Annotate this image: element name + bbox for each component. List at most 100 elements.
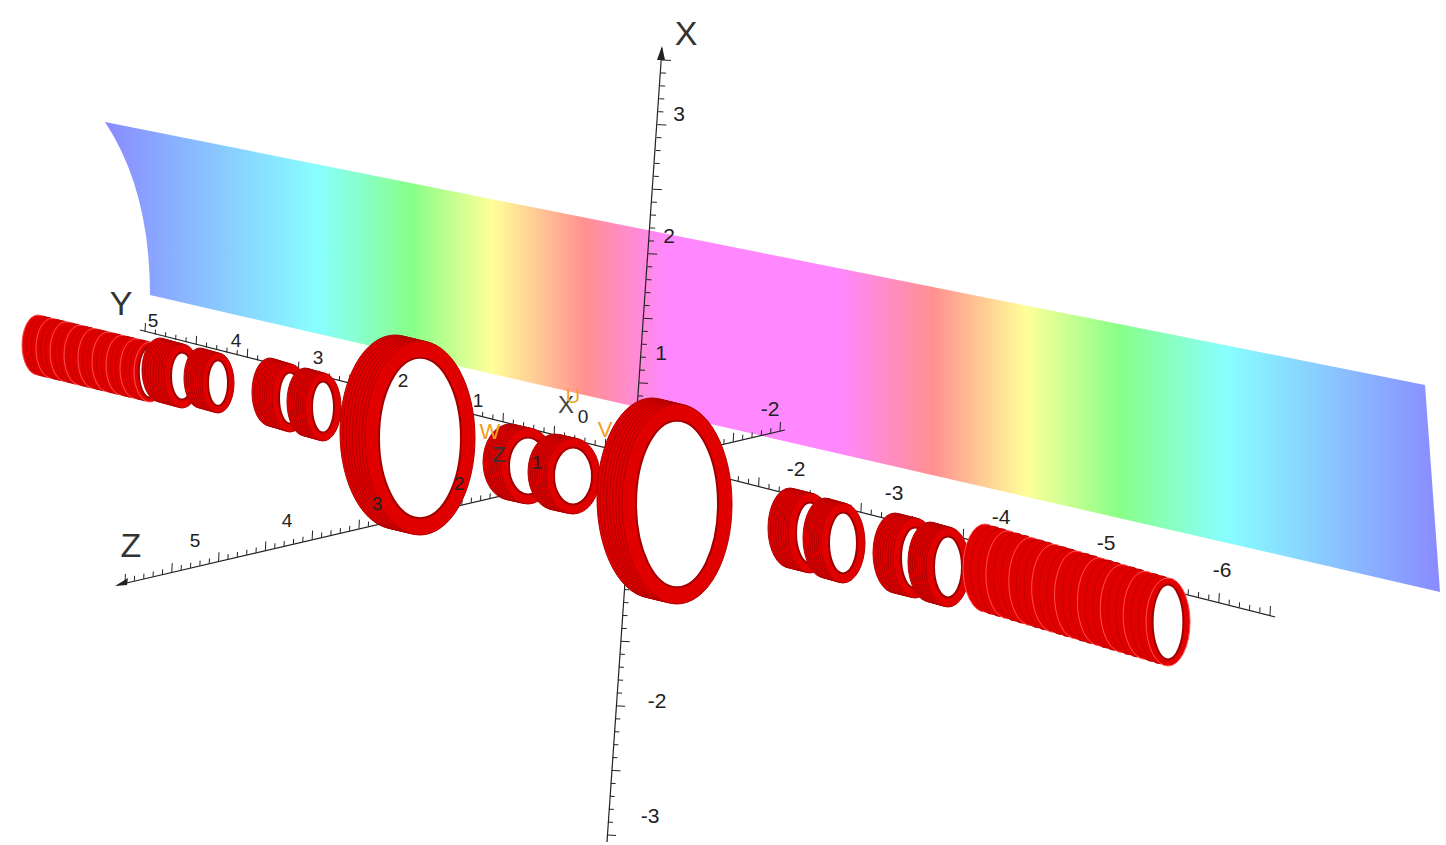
tick-mark [480,495,481,500]
tick-mark [651,215,656,216]
tick-mark [358,520,359,529]
axis-label: X [675,16,698,50]
red-rings [22,315,1190,666]
tick-mark [733,433,734,442]
ring [803,498,865,583]
tick-mark [658,111,663,112]
tick-mark [723,439,724,444]
tick-mark [1218,593,1219,602]
tick-mark [595,440,596,445]
tick-mark [654,176,659,177]
tick-mark [779,487,780,492]
tick-mark [206,342,207,347]
tick-mark [655,163,660,164]
tick-mark [742,435,743,440]
axis-label: -4 [992,506,1011,527]
tick-mark [653,189,662,190]
tick-mark [871,510,872,515]
tick-mark [657,124,666,125]
tick-mark [293,539,294,544]
tick-mark [181,565,182,570]
axis-label: -3 [885,482,904,503]
axis-label: -2 [761,398,780,419]
axis-label: Z [121,528,142,562]
tick-mark [162,569,163,574]
tick-mark [612,770,621,771]
axis-label: 0 [578,407,589,426]
axis-label: Y [110,286,133,320]
tick-mark [617,692,622,693]
tick-mark [125,574,126,583]
tick-mark [661,72,666,73]
tick-mark [642,344,647,345]
tick-mark [768,484,769,489]
tick-mark [643,331,648,332]
tick-mark [218,552,219,561]
tick-mark [196,336,197,345]
tick-mark [647,266,652,267]
tick-mark [611,783,616,784]
tick-mark [227,554,228,559]
axis-ticks [125,60,1270,835]
tick-mark [226,348,227,353]
tick-mark [1249,605,1250,610]
tick-mark [190,563,191,568]
axis-label: 1 [473,391,484,410]
tick-mark [209,558,210,563]
tick-mark [340,528,341,533]
cylinder-body [1146,578,1190,666]
ring-body [365,341,475,535]
tick-mark [652,202,657,203]
ring [908,522,970,607]
tick-mark [609,809,614,810]
axis-label: U [566,386,580,406]
axis-label: 4 [282,511,293,530]
ring-hole [208,360,228,406]
tick-mark [624,602,629,603]
tick-mark [963,529,964,538]
tick-mark [780,422,781,431]
axis-label: 2 [663,225,675,246]
tick-mark [257,355,258,360]
tick-mark [614,731,619,732]
tick-mark [143,574,144,579]
tick-mark [645,305,650,306]
tick-mark [881,512,882,517]
ring-hole [554,448,592,505]
tick-mark [615,718,620,719]
axis-label: 1 [532,453,543,472]
axes [118,48,1275,842]
cylinder [963,524,1190,666]
tick-mark [751,433,752,438]
axis-arrow [657,46,665,60]
tick-mark [761,430,762,435]
ring-body [202,353,234,413]
tick-mark [482,412,483,417]
tick-mark [175,335,176,340]
axis-label: 2 [454,474,465,493]
ring-hole [312,381,334,432]
tick-mark [492,414,493,419]
ring-body [622,404,732,604]
tick-mark [265,541,266,550]
cylinder-end [1153,585,1184,660]
ring-body [305,373,341,441]
ring [184,348,234,413]
tick-mark [284,541,285,546]
tick-mark [608,822,613,823]
tick-mark [155,330,156,335]
tick-mark [650,227,655,228]
axis-arrow [115,578,128,586]
tick-mark [607,835,616,836]
tick-mark [1229,600,1230,605]
tick-mark [489,493,490,498]
ring-body [546,438,600,514]
axis-label: 2 [398,371,409,390]
ring-hole [379,358,461,518]
tick-mark [502,413,503,422]
tick-mark [621,641,630,642]
tick-mark [613,757,618,758]
tick-mark [639,382,648,383]
tick-mark [660,85,665,86]
